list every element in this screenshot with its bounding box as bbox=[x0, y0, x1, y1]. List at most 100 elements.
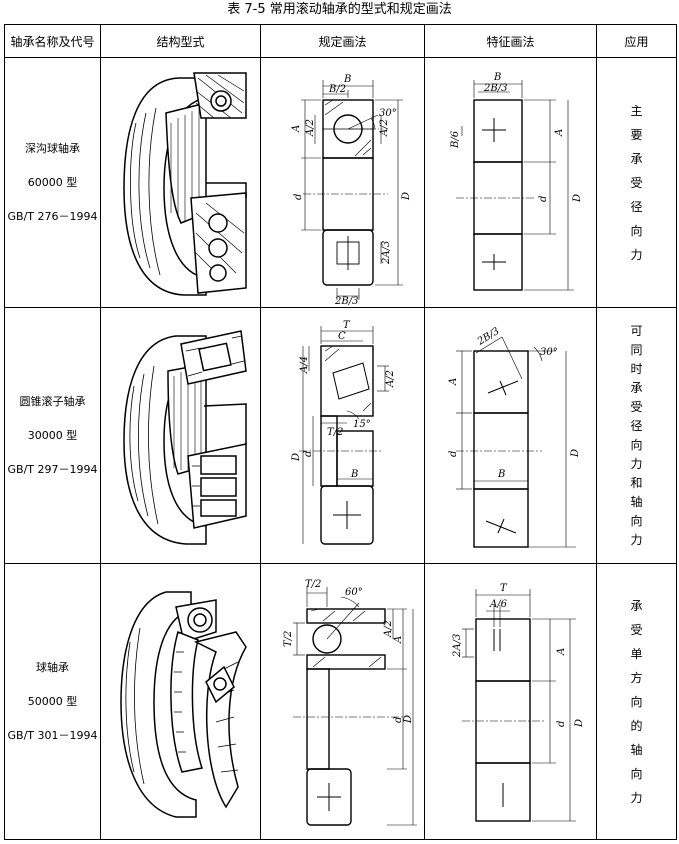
dim-label: T bbox=[500, 583, 508, 594]
dim-label: A/6 bbox=[489, 599, 508, 610]
bearing-code: 60000 型 bbox=[27, 175, 78, 189]
header-structure: 结构型式 bbox=[100, 24, 261, 58]
bearing-name: 圆锥滚子轴承 bbox=[19, 394, 86, 408]
application-char: 承 bbox=[630, 598, 643, 613]
bearing-name-cell: 深沟球轴承 60000 型 GB/T 276－1994 bbox=[4, 57, 101, 308]
dim-label: A/2 bbox=[379, 119, 390, 137]
header-row: 轴承名称及代号 结构型式 规定画法 特征画法 应用 bbox=[4, 24, 677, 58]
dim-label: B/2 bbox=[328, 84, 346, 95]
tapered-roller-bearing-illustration bbox=[122, 329, 247, 545]
application-cell: 主 要 承 受 径 向 力 bbox=[596, 57, 677, 308]
dim-label: A bbox=[393, 635, 404, 643]
deep-groove-bearing-illustration bbox=[122, 71, 247, 296]
application-char: 轴 bbox=[630, 742, 643, 757]
regular-drawing-cell: B B/2 A A/2 A/2 30° d D 2A/3 2B/3 bbox=[260, 57, 425, 308]
bearing-code: 50000 型 bbox=[27, 694, 78, 708]
application-cell: 可 同 时 承 受 径 向 力 和 轴 向 力 bbox=[596, 307, 677, 564]
application-char: 可 bbox=[630, 323, 643, 338]
regular-drawing-thrust: T/2 60° T/2 A/2 A d D bbox=[283, 579, 417, 826]
regular-drawing-cell: T C A/4 A/2 T/2 15° D d B bbox=[260, 307, 425, 564]
structure-cell bbox=[100, 563, 261, 840]
bearing-standard: GB/T 297－1994 bbox=[7, 462, 98, 476]
dim-label: d bbox=[448, 450, 459, 456]
application-char: 向 bbox=[630, 766, 643, 781]
dim-label: A/2 bbox=[305, 119, 316, 137]
feature-drawing-cell: 2B/3 30° A d B D bbox=[424, 307, 597, 564]
feature-drawing-deep-groove: B B 2B/3 B/6 A d D bbox=[450, 72, 583, 291]
application-char: 单 bbox=[630, 646, 643, 661]
bearing-table: 轴承名称及代号 结构型式 规定画法 特征画法 应用 深沟球轴承 60000 型 … bbox=[4, 24, 677, 840]
bearing-name: 深沟球轴承 bbox=[25, 141, 80, 155]
dim-label: C bbox=[338, 331, 346, 342]
bearing-name-cell: 球轴承 50000 型 GB/T 301－1994 bbox=[4, 563, 101, 840]
dim-label: A/4 bbox=[299, 356, 310, 374]
application-char: 径 bbox=[630, 418, 643, 433]
dim-label: B bbox=[343, 74, 351, 85]
dim-label: A bbox=[556, 647, 567, 655]
thrust-ball-bearing-illustration bbox=[119, 590, 247, 818]
application-char: 径 bbox=[630, 199, 643, 214]
application-char: 向 bbox=[630, 437, 643, 452]
table-caption: 表 7-5 常用滚动轴承的型式和规定画法 bbox=[227, 2, 452, 17]
dim-label: D bbox=[570, 448, 581, 457]
application-char: 力 bbox=[630, 790, 643, 805]
dim-label: d bbox=[393, 716, 404, 722]
dim-label: D bbox=[403, 714, 414, 723]
table-row: 深沟球轴承 60000 型 GB/T 276－1994 bbox=[4, 57, 677, 308]
table-row: 圆锥滚子轴承 30000 型 GB/T 297－1994 bbox=[4, 307, 677, 564]
application-char: 和 bbox=[630, 475, 643, 490]
dim-label: T/2 bbox=[327, 427, 343, 438]
dim-label: 2A/3 bbox=[452, 633, 463, 657]
application-char: 方 bbox=[630, 670, 643, 685]
application-char: 的 bbox=[630, 718, 643, 733]
dim-label: D bbox=[574, 718, 585, 727]
dim-label: 2A/3 bbox=[381, 241, 392, 265]
dim-label: A bbox=[554, 129, 565, 137]
dim-label: B/6 bbox=[450, 130, 461, 149]
table-row: 球轴承 50000 型 GB/T 301－1994 bbox=[4, 563, 677, 840]
application-cell: 承 受 单 方 向 的 轴 向 力 bbox=[596, 563, 677, 840]
structure-cell bbox=[100, 307, 261, 564]
application-char: 力 bbox=[630, 532, 643, 547]
application-char: 受 bbox=[630, 399, 643, 414]
dim-label: A bbox=[448, 377, 459, 385]
bearing-name: 球轴承 bbox=[36, 660, 69, 674]
dim-label: 30° bbox=[540, 347, 558, 358]
dim-label: T/2 bbox=[283, 630, 294, 646]
application-char: 向 bbox=[630, 223, 643, 238]
application-char: 力 bbox=[630, 456, 643, 471]
dim-label: d bbox=[556, 720, 567, 726]
dim-label: D bbox=[401, 192, 412, 201]
regular-drawing-tapered: T C A/4 A/2 T/2 15° D d B bbox=[291, 320, 396, 545]
application-char: 受 bbox=[630, 175, 643, 190]
application-char: 力 bbox=[630, 247, 643, 262]
dim-label: d bbox=[538, 196, 549, 202]
structure-cell bbox=[100, 57, 261, 308]
dim-label: T/2 bbox=[305, 579, 321, 590]
dim-label: 30° bbox=[379, 108, 397, 119]
dim-label: 2B/3 bbox=[334, 296, 358, 305]
application-char: 承 bbox=[630, 380, 643, 395]
dim-label: B bbox=[497, 469, 505, 480]
application-char: 时 bbox=[630, 361, 643, 376]
header-name: 轴承名称及代号 bbox=[4, 24, 101, 58]
regular-drawing-deep-groove: B B/2 A A/2 A/2 30° d D 2A/3 2B/3 bbox=[291, 74, 412, 305]
feature-drawing-cell: T A/6 2A/3 A d D bbox=[424, 563, 597, 840]
dim-label: 15° bbox=[353, 419, 371, 430]
bearing-code: 30000 型 bbox=[27, 428, 78, 442]
dim-label: B bbox=[493, 72, 501, 83]
dim-label: 60° bbox=[345, 587, 363, 598]
dim-label: 2B/3 bbox=[483, 83, 507, 94]
header-feature: 特征画法 bbox=[424, 24, 597, 58]
header-regular: 规定画法 bbox=[260, 24, 425, 58]
dim-label: D bbox=[572, 194, 583, 203]
dim-label: D bbox=[291, 452, 302, 461]
bearing-standard: GB/T 301－1994 bbox=[7, 728, 98, 742]
regular-drawing-cell: T/2 60° T/2 A/2 A d D bbox=[260, 563, 425, 840]
dim-label: 2B/3 bbox=[474, 325, 501, 347]
dim-label: T bbox=[343, 320, 351, 331]
header-application: 应用 bbox=[596, 24, 677, 58]
application-char: 同 bbox=[630, 342, 643, 357]
dim-label: d bbox=[293, 194, 304, 200]
feature-drawing-thrust: T A/6 2A/3 A d D bbox=[452, 583, 585, 822]
